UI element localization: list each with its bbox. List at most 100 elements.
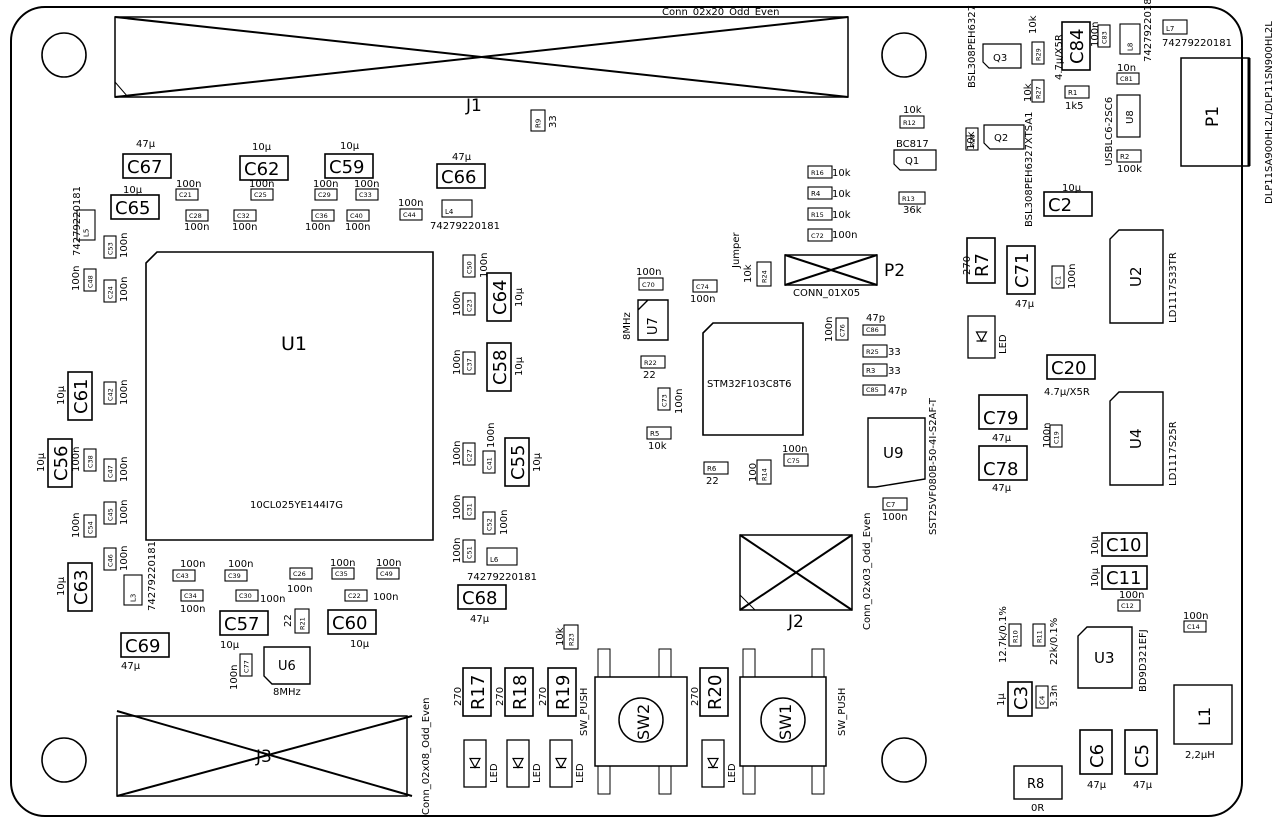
part-value: 10µ — [532, 452, 543, 472]
connector-value: DLP11SA900HL2L/DLP11SN900HL2L — [1264, 21, 1275, 204]
switch-sw2: SW2 SW_PUSH — [579, 648, 688, 795]
part-value: BSL308PEH6327 — [967, 5, 978, 88]
chip-value: 8MHz — [622, 312, 633, 340]
chip-value: SST25VF080B-50-4I-S2AF-T — [928, 397, 939, 535]
part-value: 100n — [232, 222, 257, 233]
part-ref: R8 — [1027, 777, 1044, 792]
connector-ref: J2 — [787, 612, 804, 632]
part-value: 100n — [119, 500, 130, 525]
part-value: 100n — [354, 179, 379, 190]
part-value: 100n — [479, 253, 490, 278]
part-value: 100n — [636, 267, 661, 278]
part-ref: C3 — [1011, 686, 1032, 710]
inductor-l1: L1 2,2µH — [1173, 684, 1233, 761]
part-value: 10k — [555, 627, 566, 646]
part-ref: C85 — [866, 386, 879, 394]
part-value: 100n — [1183, 611, 1208, 622]
part-ref: R21 — [299, 617, 307, 630]
part-ref: C27 — [466, 449, 474, 462]
part-value: 270 — [690, 687, 701, 706]
chip-value: LD1117S25R — [1168, 421, 1179, 486]
part-value: 74279220181 — [147, 541, 158, 611]
chip-value: 8MHz — [273, 687, 301, 698]
part-ref: R16 — [811, 169, 824, 177]
part-value: 270 — [538, 687, 549, 706]
part-ref: C76 — [839, 324, 847, 337]
part-value: 100n — [229, 665, 240, 690]
part-value: 100n — [452, 291, 463, 316]
part-value: 33 — [548, 115, 559, 128]
part-ref: C7 — [886, 501, 895, 509]
part-ref: C23 — [466, 299, 474, 312]
part-ref: R5 — [650, 430, 659, 438]
part-ref: C74 — [696, 283, 709, 291]
part-ref: R25 — [866, 348, 879, 356]
part-ref: C22 — [348, 592, 361, 600]
connector-p2: P2 CONN_01X05 — [784, 254, 905, 299]
connector-value: Conn_02x03_Odd_Even — [862, 513, 873, 630]
connector-value: Conn_02x20_Odd_Even — [662, 7, 779, 18]
led: LED — [463, 739, 500, 788]
part-value: 74279220181 — [1162, 38, 1232, 49]
connector-ref: P1 — [1203, 106, 1223, 127]
part-value: 100n — [180, 604, 205, 615]
connector-j2: J2 Conn_02x03_Odd_Even — [739, 513, 873, 632]
part-value: 100n — [452, 538, 463, 563]
part-ref: R1 — [1068, 89, 1077, 97]
led: LED — [549, 739, 586, 788]
part-value: 100n — [452, 495, 463, 520]
part-ref: Q1 — [905, 156, 919, 167]
part-ref: C60 — [332, 613, 367, 634]
part-ref: C70 — [642, 281, 655, 289]
part-ref: C28 — [189, 212, 202, 220]
part-ref: C10 — [1106, 535, 1141, 556]
part-r25: R25 33 — [862, 344, 901, 358]
part-value: 47µ — [121, 661, 141, 672]
part-value: 33 — [888, 347, 901, 358]
part-ref: R4 — [811, 190, 821, 198]
part-ref: C55 — [508, 445, 529, 480]
switch-sw1: SW1 SW_PUSH — [739, 648, 848, 795]
part-ref: C59 — [329, 157, 364, 178]
part-value: 74279220181 — [72, 186, 83, 256]
part-value: 3.3n — [1049, 685, 1060, 707]
part-value: 4.7µ/X5R — [1054, 34, 1065, 80]
part-ref: R7 — [972, 253, 993, 277]
part-ref: L4 — [445, 208, 454, 216]
part-value: 100n — [119, 380, 130, 405]
part-value: 4.7µ/X5R — [1044, 387, 1090, 398]
part-value: 74279220181 — [1143, 0, 1154, 62]
part-ref: C43 — [176, 572, 189, 580]
part-value: 100n — [249, 179, 274, 190]
part-value: 100n — [345, 222, 370, 233]
part-value: 100n — [1042, 423, 1053, 448]
part-value: 12.7k/0.1% — [998, 606, 1009, 663]
part-value: 47µ — [136, 139, 156, 150]
part-value: 10µ — [56, 576, 67, 596]
part-ref: Q2 — [994, 133, 1008, 144]
